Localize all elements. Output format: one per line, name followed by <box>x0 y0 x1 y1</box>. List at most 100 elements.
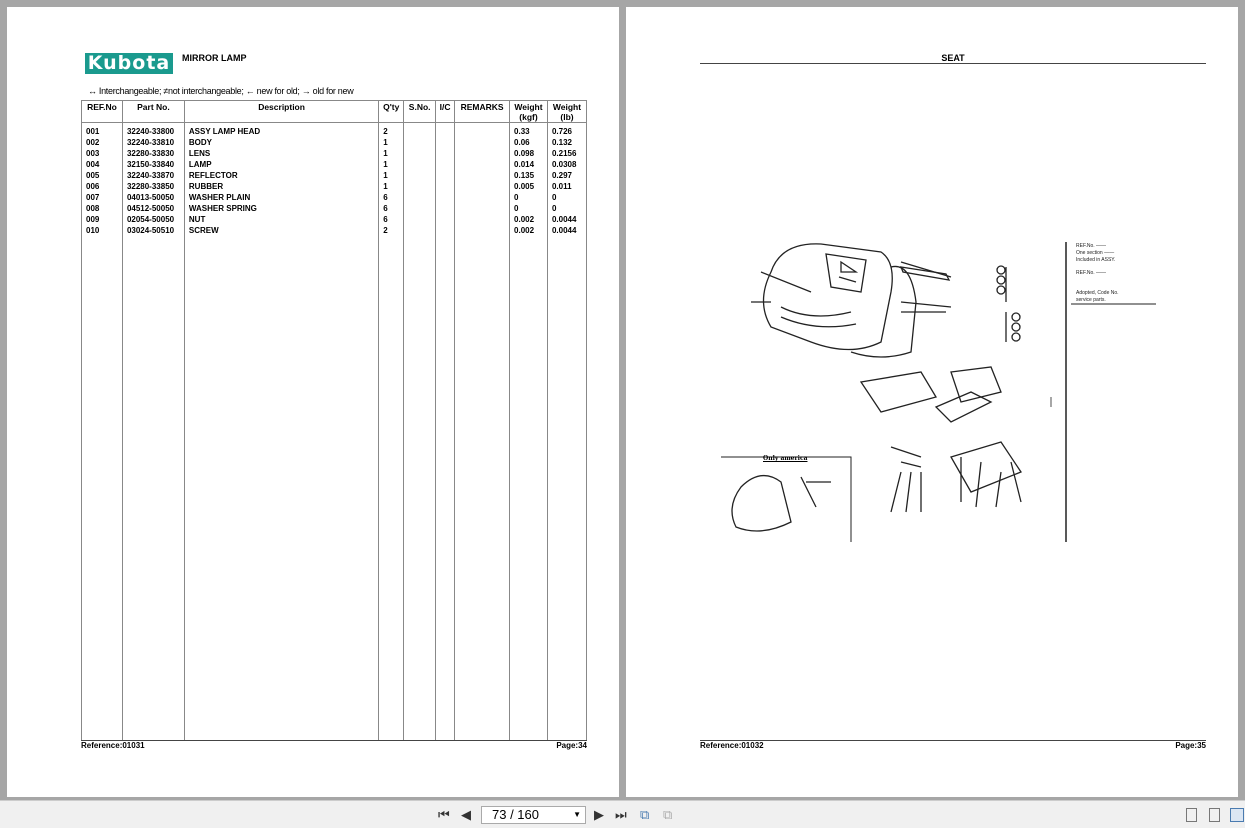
table-cell: 2 <box>378 225 405 236</box>
table-cell: 0.098 <box>509 148 548 159</box>
table-cell: 008 <box>81 203 123 214</box>
column-header: Part No. <box>121 100 185 123</box>
table-cell <box>454 181 511 192</box>
table-cell: 2 <box>378 122 405 137</box>
first-page-icon[interactable]: ⏮ <box>438 807 450 822</box>
table-cell: 04512-50050 <box>121 203 185 214</box>
table-cell <box>435 225 456 236</box>
table-cell <box>435 159 456 170</box>
table-cell: 1 <box>378 181 405 192</box>
table-cell: 03024-50510 <box>121 225 185 236</box>
table-cell <box>454 203 511 214</box>
kubota-logo: Kubota <box>85 53 173 74</box>
table-cell <box>403 181 437 192</box>
table-cell <box>403 225 437 236</box>
column-header: S.No. <box>403 100 437 123</box>
column-header: Weight(kgf) <box>509 100 548 123</box>
copy-page-icon[interactable]: ⧉ <box>640 807 650 822</box>
table-cell: 0.0044 <box>546 214 588 225</box>
previous-page-icon[interactable]: ◀ <box>461 807 471 822</box>
single-page-view-icon[interactable] <box>1186 808 1197 822</box>
table-cell: SCREW <box>183 225 380 236</box>
table-cell: 003 <box>81 148 123 159</box>
table-cell: 0.135 <box>509 170 548 181</box>
table-cell: 0.297 <box>546 170 588 181</box>
table-cell <box>454 122 511 137</box>
column-header: REF.No <box>81 100 123 123</box>
page-number: Page:34 <box>556 741 587 750</box>
page-title: SEAT <box>941 53 965 63</box>
table-cell: 02054-50050 <box>121 214 185 225</box>
table-cell <box>403 137 437 148</box>
diagram-label: Only america <box>763 455 808 462</box>
page-number: Page:35 <box>1175 741 1206 750</box>
table-cell: 6 <box>378 192 405 203</box>
table-cell: 006 <box>81 181 123 192</box>
table-cell <box>435 148 456 159</box>
svg-text:REF.No. ——: REF.No. —— <box>1076 270 1106 276</box>
table-cell: 0 <box>509 203 548 214</box>
table-cell: 0.005 <box>509 181 548 192</box>
table-cell: 0.33 <box>509 122 548 137</box>
table-cell <box>435 170 456 181</box>
table-cell <box>403 214 437 225</box>
table-cell <box>454 137 511 148</box>
table-cell: 0 <box>546 192 588 203</box>
table-cell: BODY <box>183 137 380 148</box>
two-page-view-icon[interactable] <box>1230 808 1244 822</box>
table-cell <box>403 148 437 159</box>
right-page: SEAT REF.No. ——One section ——Included in… <box>626 7 1238 797</box>
table-cell: 009 <box>81 214 123 225</box>
table-cell: 1 <box>378 159 405 170</box>
table-cell <box>403 159 437 170</box>
table-cell: 32280-33850 <box>121 181 185 192</box>
table-cell: LAMP <box>183 159 380 170</box>
table-cell: 004 <box>81 159 123 170</box>
table-cell: RUBBER <box>183 181 380 192</box>
page-selector[interactable]: 73 / 160▼ <box>481 806 586 824</box>
table-cell <box>435 203 456 214</box>
table-cell: 6 <box>378 214 405 225</box>
viewer-toolbar: ⏮ ◀ 73 / 160▼ ▶ ⏭ ⧉ ⧉ <box>0 800 1245 828</box>
dropdown-arrow-icon: ▼ <box>573 810 581 819</box>
table-cell: 0.2156 <box>546 148 588 159</box>
continuous-view-icon[interactable] <box>1209 808 1220 822</box>
table-cell <box>454 225 511 236</box>
svg-text:REF.No. ——: REF.No. —— <box>1076 243 1106 249</box>
next-page-icon[interactable]: ▶ <box>594 807 604 822</box>
table-cell: NUT <box>183 214 380 225</box>
last-page-icon[interactable]: ⏭ <box>615 807 627 822</box>
column-header: Q'ty <box>378 100 405 123</box>
table-cell <box>454 170 511 181</box>
table-cell <box>435 122 456 137</box>
table-cell <box>454 192 511 203</box>
table-cell <box>454 214 511 225</box>
table-cell: 001 <box>81 122 123 137</box>
reference-label: Reference:01032 <box>700 741 764 750</box>
table-cell: 005 <box>81 170 123 181</box>
table-cell: 0.726 <box>546 122 588 137</box>
svg-text:Adopted, Code No.: Adopted, Code No. <box>1076 290 1119 296</box>
table-cell: REFLECTOR <box>183 170 380 181</box>
column-header: Weight(lb) <box>546 100 588 123</box>
table-cell: 32240-33870 <box>121 170 185 181</box>
table-cell <box>403 170 437 181</box>
table-cell: 0 <box>509 192 548 203</box>
table-cell: 0.011 <box>546 181 588 192</box>
reference-label: Reference:01031 <box>81 741 145 750</box>
svg-text:service parts.: service parts. <box>1076 297 1106 303</box>
paste-page-icon[interactable]: ⧉ <box>663 807 673 822</box>
table-cell <box>403 192 437 203</box>
table-cell: 32150-33840 <box>121 159 185 170</box>
table-cell: 32280-33830 <box>121 148 185 159</box>
